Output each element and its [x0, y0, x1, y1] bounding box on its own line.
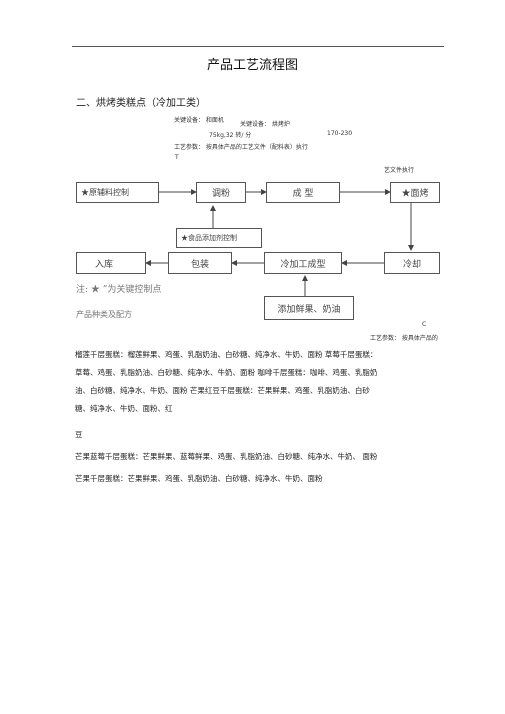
c-mark: C	[422, 321, 427, 328]
cold-forming-box: 冷加工成型	[264, 252, 342, 274]
process-params-2: 工艺参数： 按具体产品的	[370, 335, 438, 342]
baking-box: ★面烤	[390, 182, 440, 203]
header-rule	[72, 46, 444, 47]
t-mark: T	[175, 154, 179, 161]
section-heading: 二、烘烤类糕点（冷加工类）	[76, 98, 206, 109]
recipe-line-2: 草莓、鸡蛋、乳脂奶油、白砂糖、纯净水、牛奶、面粉 咖啡千层蛋糕：咖啡、鸡蛋、乳脂…	[75, 368, 378, 377]
additive-control-box: ★食品添加剂控制	[176, 228, 262, 248]
key-equipment-1: 关键设备： 和面机	[174, 117, 224, 124]
forming-box: 成 型	[266, 182, 340, 203]
doc-exec: 艺文件执行	[384, 167, 415, 174]
spec-1: 75kg,32 转/ 分	[209, 132, 252, 139]
recipe-line-1: 榴莲千层蛋糕：榴莲鲜果、鸡蛋、乳脂奶油、白砂糖、纯净水、牛奶、面粉 草莓千层蛋糕…	[75, 350, 378, 359]
product-types-label: 产品种类及配方	[76, 310, 132, 319]
recipe-line-3: 油、白砂糖、纯净水、牛奶、面粉 芒果红豆千层蛋糕：芒果鲜果、鸡蛋、乳脂奶油、白砂	[75, 386, 370, 395]
process-params: 工艺参数： 按具体产品的工艺文件（配料表）执行	[174, 144, 308, 151]
storage-box: 入库	[76, 252, 146, 274]
key-control-note: 注: ★ ”为关键控制点	[76, 285, 162, 295]
key-equipment-2: 关键设备： 烘烤炉	[240, 121, 290, 128]
page-title: 产品工艺流程图	[206, 58, 298, 73]
cooling-box: 冷却	[384, 252, 440, 274]
mixing-box: 调粉	[196, 182, 246, 203]
spec-2: 170-230	[327, 130, 353, 137]
recipe-line-6: 芒果蓝莓千层蛋糕：芒果鲜果、蓝莓鲜果、鸡蛋、乳脂奶油、白砂糖、纯净水、牛奶、 面…	[75, 452, 378, 461]
recipe-line-7: 芒果千层蛋糕：芒果鲜果、鸡蛋、乳脂奶油、白砂糖、纯净水、牛奶、面粉	[75, 474, 323, 483]
add-fruit-cream-box: 添加鲜果、奶油	[264, 296, 354, 320]
recipe-line-5: 豆	[75, 430, 83, 439]
recipe-line-4: 糖、纯净水、牛奶、面粉、红	[75, 404, 173, 413]
raw-material-control-box: ★原辅料控制	[76, 182, 159, 203]
packaging-box: 包装	[168, 252, 232, 274]
